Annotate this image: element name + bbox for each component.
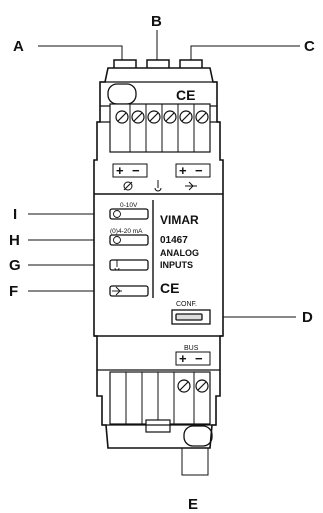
bottom-release-tab: [145, 419, 171, 433]
callout-c: C: [304, 38, 315, 55]
top-left-plus: +: [116, 163, 124, 178]
label-0-10v: 0-10V: [120, 202, 138, 209]
top-legend-box-right: [175, 163, 211, 178]
callout-d: D: [302, 309, 313, 326]
thermometer-icon-top: [154, 180, 162, 192]
callout-e: E: [188, 496, 198, 513]
input-slot-temperature: [109, 259, 149, 271]
product-code: 01467: [160, 235, 188, 246]
label-4-20ma: (0)4-20 mA: [110, 228, 143, 235]
bus-legend-box: [175, 351, 211, 366]
top-left-minus: −: [132, 163, 140, 178]
top-legend-box-left: [112, 163, 148, 178]
ce-mark-top: CE: [176, 87, 195, 103]
callout-line-c: [190, 45, 300, 60]
voltage-icon: [113, 210, 121, 218]
top-right-minus: −: [195, 163, 203, 178]
callout-line-a: [38, 45, 123, 60]
bus-label: BUS: [184, 345, 199, 352]
product-desc-line1: ANALOG: [160, 248, 199, 258]
callout-a: A: [13, 38, 24, 55]
top-terminal-screws: [115, 110, 209, 124]
bottom-terminal-dividers: [125, 372, 195, 424]
top-terminal-block: [109, 103, 211, 153]
top-terminal-dividers: [129, 104, 195, 152]
input-slot-light: [109, 285, 149, 297]
bus-terminal-screws: [177, 379, 209, 393]
callout-line-e: [181, 447, 209, 476]
conf-label: CONF.: [176, 301, 197, 308]
thermometer-icon: [114, 260, 120, 271]
bottom-clip-slot: [183, 425, 213, 447]
callout-h: H: [9, 232, 20, 249]
callout-f: F: [9, 283, 18, 300]
input-symbol-icon-1: [123, 181, 133, 191]
brand-label: VIMAR: [160, 213, 199, 227]
current-icon: [113, 236, 121, 244]
bus-minus: −: [195, 351, 203, 366]
product-desc-line2: INPUTS: [160, 260, 193, 270]
bus-plus: +: [179, 351, 187, 366]
top-right-plus: +: [179, 163, 187, 178]
conf-button-inner: [175, 313, 203, 321]
ce-mark-front: CE: [160, 280, 179, 296]
bottom-terminal-block: [109, 371, 211, 425]
callout-i: I: [13, 206, 17, 223]
callout-g: G: [9, 257, 21, 274]
callout-b: B: [151, 13, 162, 30]
